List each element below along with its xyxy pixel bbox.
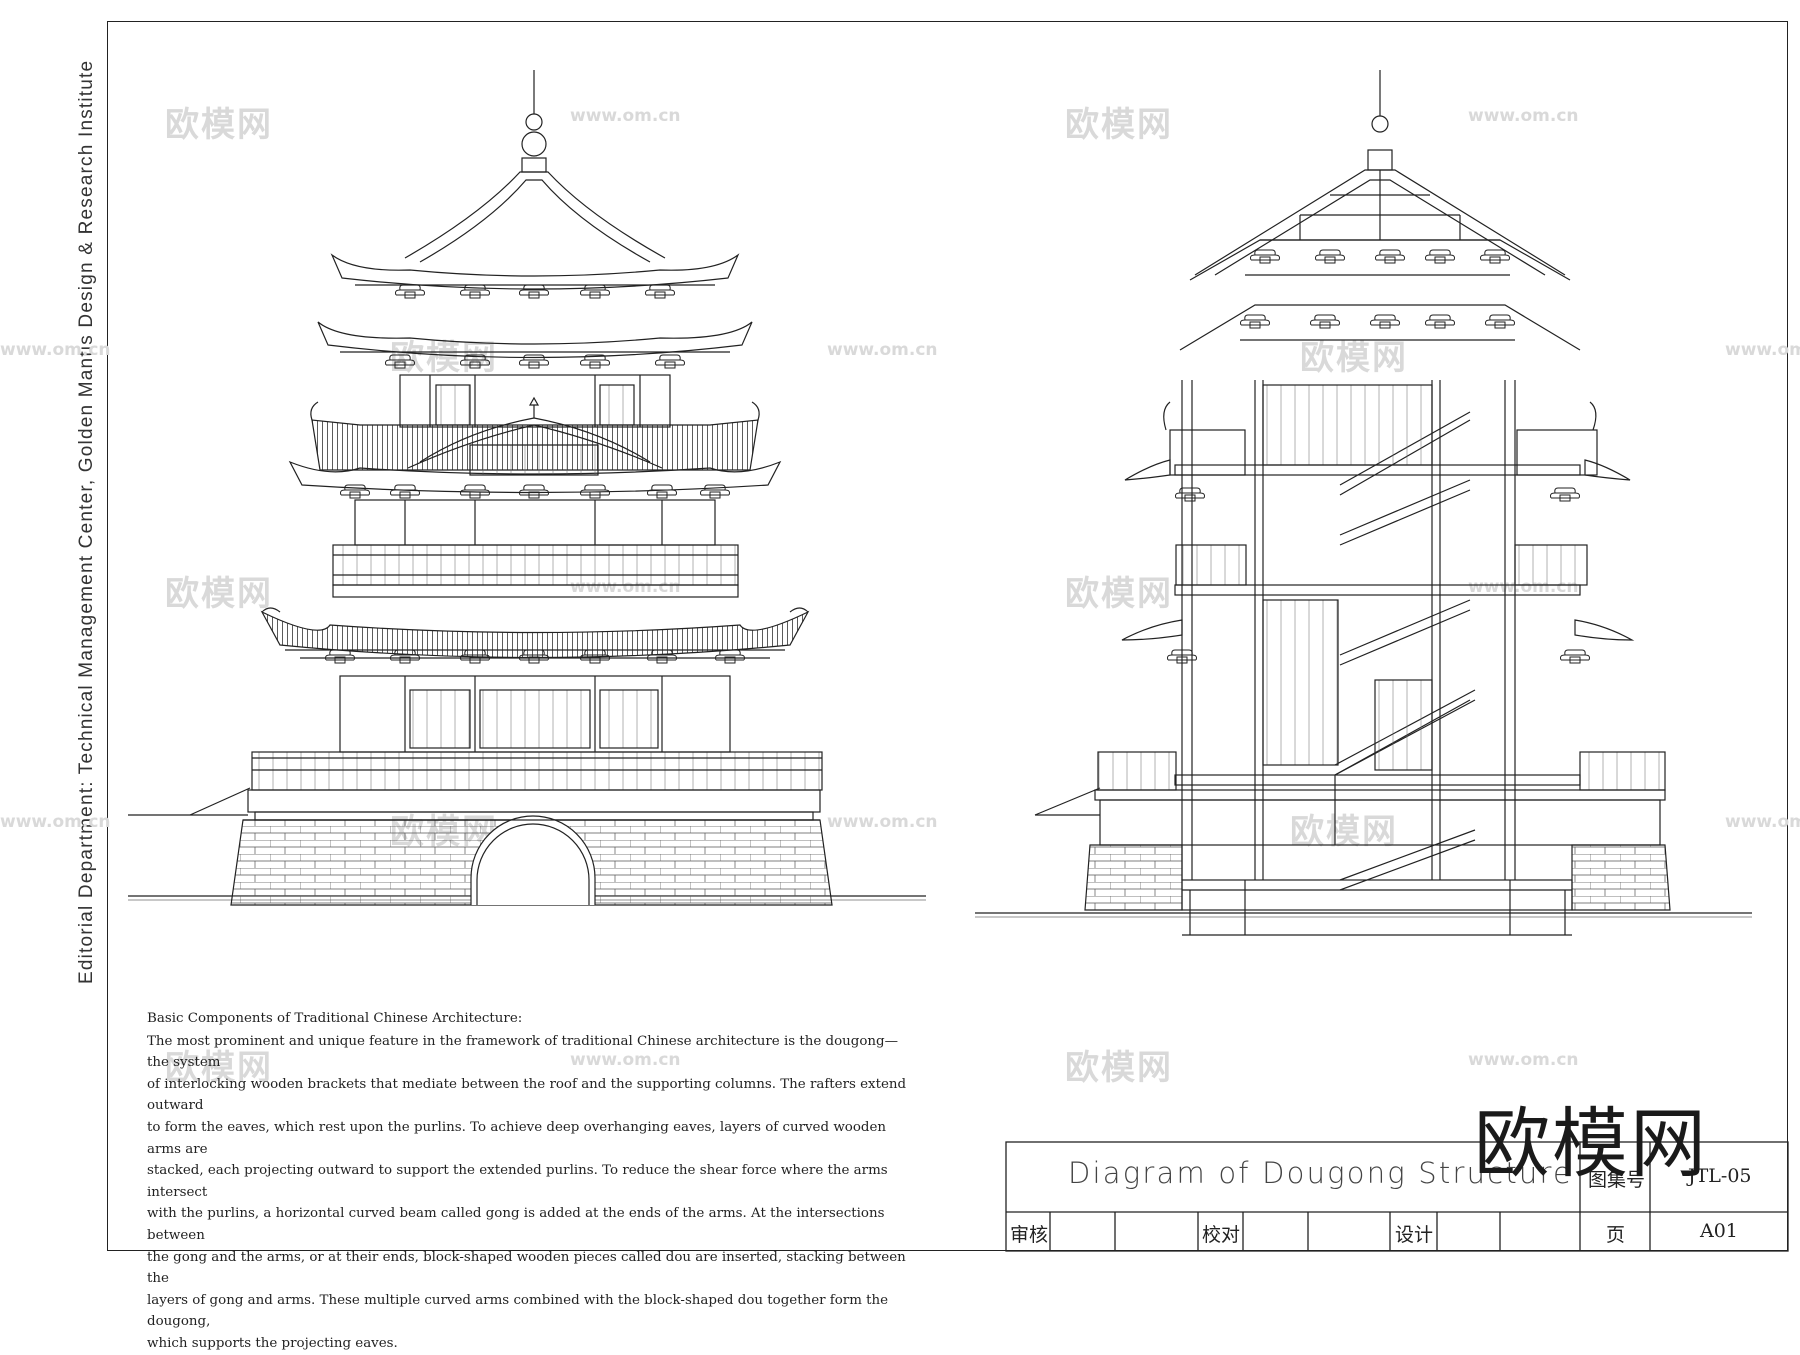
watermark-logo: 欧模网: [1065, 1048, 1173, 1088]
description-line: of interlocking wooden brackets that med…: [147, 1076, 907, 1114]
watermark-url: www.om.cn: [827, 812, 938, 832]
description-line: stacked, each projecting outward to supp…: [147, 1163, 888, 1200]
watermark-url: www.om.cn: [570, 106, 681, 126]
description-line: with the purlins, a horizontal curved be…: [147, 1206, 885, 1243]
description-heading: Basic Components of Traditional Chinese …: [147, 1011, 523, 1026]
watermark-url: www.om.cn: [1725, 812, 1800, 832]
watermark-url: www.om.cn: [0, 812, 111, 832]
design-label: 设计: [1395, 1224, 1434, 1246]
watermark-logo: 欧模网: [165, 1048, 273, 1088]
watermark-url: www.om.cn: [1725, 340, 1800, 360]
watermark-url: www.om.cn: [0, 340, 111, 360]
drawing-sheet: Editorial Department: Technical Manageme…: [0, 21, 1800, 1351]
watermark-big-logo: 欧模网: [1474, 1099, 1708, 1188]
watermark-logo: 欧模网: [1065, 105, 1173, 145]
section-view: [975, 70, 1752, 936]
atlas-number-value: JTL-05: [1688, 1165, 1752, 1187]
description-line: the gong and the arms, or at their ends,…: [147, 1249, 906, 1287]
check-label: 校对: [1202, 1224, 1241, 1246]
page-label: 页: [1606, 1224, 1626, 1246]
description-line: The most prominent and unique feature in…: [147, 1033, 899, 1071]
atlas-number-label: 图集号: [1588, 1169, 1646, 1191]
drawing-title: Diagram of Dougong Structure: [1068, 1156, 1573, 1190]
description-block: Basic Components of Traditional Chinese …: [147, 1008, 907, 1355]
watermark-url: www.om.cn: [1468, 1050, 1579, 1070]
watermark-logo: 欧模网: [1065, 574, 1173, 614]
watermark-url: www.om.cn: [570, 1050, 681, 1070]
watermark-logo: 欧模网: [165, 105, 273, 145]
architecture-drawings: [128, 70, 1789, 1252]
watermark-logo: 欧模网: [390, 338, 498, 378]
sheet-border: [107, 21, 1788, 1251]
watermark-url: www.om.cn: [1468, 106, 1579, 126]
watermark-logo: 欧模网: [165, 574, 273, 614]
description-line: layers of gong and arms. These multiple …: [147, 1292, 889, 1330]
description-line: to form the eaves, which rest upon the p…: [147, 1119, 887, 1157]
watermark-logo: 欧模网: [1300, 338, 1408, 378]
watermark-url: www.om.cn: [827, 340, 938, 360]
description-line: which supports the projecting eaves.: [147, 1335, 398, 1351]
review-label: 审核: [1010, 1224, 1049, 1246]
page-number: A01: [1700, 1220, 1738, 1242]
front-elevation: [128, 70, 926, 906]
title-block: [1005, 1141, 1789, 1252]
